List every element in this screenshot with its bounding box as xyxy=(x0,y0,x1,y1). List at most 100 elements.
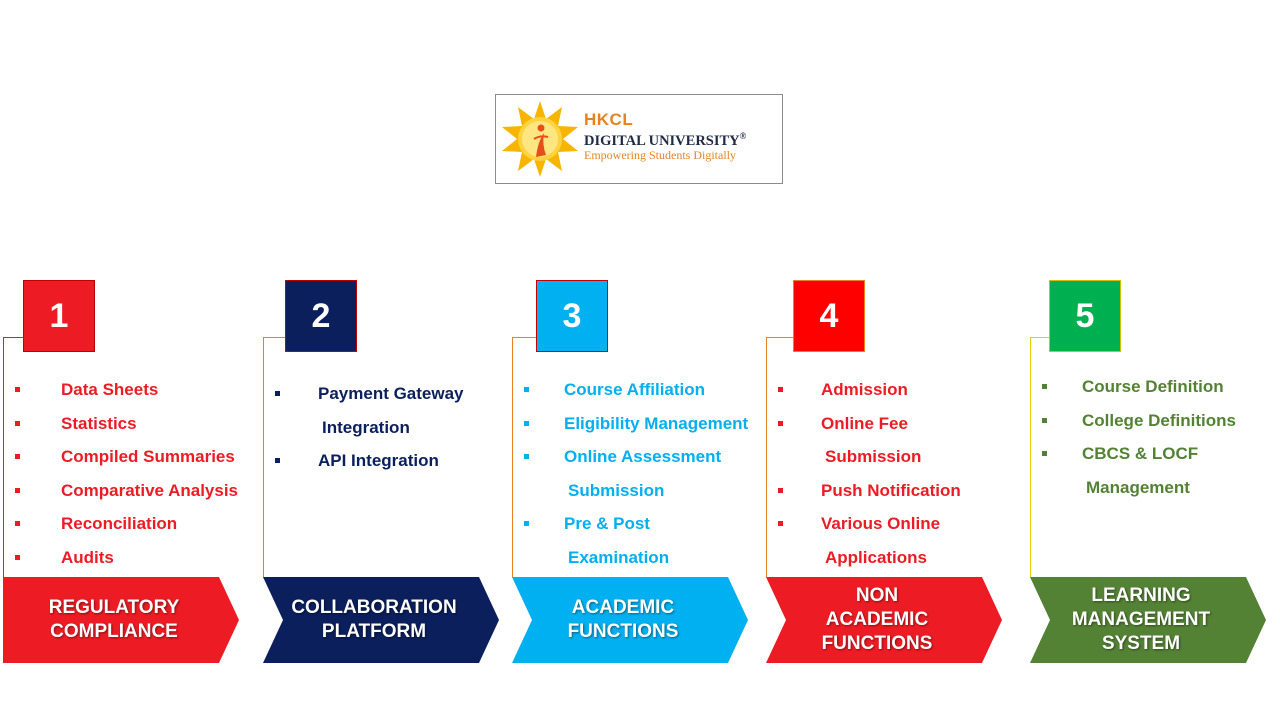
chevron-arrow-shape xyxy=(1030,577,1266,663)
list-item: College Definitions xyxy=(1038,404,1236,438)
list-item: Data Sheets xyxy=(11,373,238,407)
list-item: Submission xyxy=(774,440,961,474)
list-item: Eligibility Management xyxy=(520,407,748,441)
list-item-label: CBCS & LOCF xyxy=(1082,444,1199,464)
category-banner: REGULATORY COMPLIANCE xyxy=(3,577,239,663)
list-item: Management xyxy=(1038,471,1236,505)
list-item-label: Examination xyxy=(568,547,670,567)
square-bullet-icon xyxy=(524,521,529,527)
banner-title: LEARNING MANAGEMENT SYSTEM xyxy=(1041,584,1255,656)
list-item: CBCS & LOCF xyxy=(1038,437,1236,471)
list-item-label: Submission xyxy=(825,447,922,467)
list-item: Examination xyxy=(520,541,748,575)
list-item: Course Affiliation xyxy=(520,373,748,407)
list-item-label: Various Online xyxy=(821,514,941,534)
chevron-arrow-shape xyxy=(766,577,1002,663)
list-item-label: Comparative Analysis xyxy=(61,480,238,500)
list-item: Integration xyxy=(271,411,464,445)
list-item-label: Online Assessment xyxy=(564,447,722,467)
banner-title: COLLABORATION PLATFORM xyxy=(274,596,488,644)
square-bullet-icon xyxy=(15,521,20,527)
banner-title-line: FUNCTIONS xyxy=(821,633,933,654)
list-item-label: College Definitions xyxy=(1082,410,1236,430)
step-number-badge: 3 xyxy=(536,280,608,352)
step-number-badge: 2 xyxy=(285,280,357,352)
square-bullet-icon xyxy=(778,521,783,527)
logo-university-text: DIGITAL UNIVERSITY® xyxy=(584,131,747,149)
banner-title: REGULATORY COMPLIANCE xyxy=(14,596,228,644)
banner-title-line: FUNCTIONS xyxy=(567,621,679,642)
category-banner: COLLABORATION PLATFORM xyxy=(263,577,499,663)
list-item: Audits xyxy=(11,541,238,575)
logo-tagline: Empowering Students Digitally xyxy=(584,148,736,162)
list-item-label: Submission xyxy=(568,480,665,500)
square-bullet-icon xyxy=(15,487,20,493)
list-item: Course Definition xyxy=(1038,370,1236,404)
banner-title-line: SYSTEM xyxy=(1101,633,1181,654)
square-bullet-icon xyxy=(778,420,783,426)
list-item-label: Admission xyxy=(821,380,908,399)
list-item: Pre & Post xyxy=(520,507,748,541)
banner-title-line: PLATFORM xyxy=(321,621,427,642)
square-bullet-icon xyxy=(15,420,20,426)
list-item-label: Compiled Summaries xyxy=(61,447,235,467)
chevron-arrow-shape xyxy=(512,577,748,663)
list-item-label: Statistics xyxy=(61,413,137,433)
column-frame xyxy=(766,337,796,577)
column-frame xyxy=(3,337,33,577)
square-bullet-icon xyxy=(778,487,783,493)
list-item: Comparative Analysis xyxy=(11,474,238,508)
list-item: API Integration xyxy=(271,444,464,478)
list-item-label: Course Affiliation xyxy=(564,380,706,399)
square-bullet-icon xyxy=(15,554,20,560)
category-banner: LEARNING MANAGEMENT SYSTEM xyxy=(1030,577,1266,663)
banner-title-line: ACADEMIC xyxy=(571,597,675,618)
banner-title-line: LEARNING xyxy=(1091,585,1191,606)
list-item-label: Payment Gateway xyxy=(318,384,464,403)
step-number-badge: 1 xyxy=(23,280,95,352)
square-bullet-icon xyxy=(778,387,783,392)
chevron-arrow-shape xyxy=(263,577,499,663)
list-item-label: Online Fee xyxy=(821,413,908,433)
list-item-label: Push Notification xyxy=(821,480,961,500)
step-number-badge: 4 xyxy=(793,280,865,352)
square-bullet-icon xyxy=(1042,417,1047,423)
list-item: Submission xyxy=(520,474,748,508)
square-bullet-icon xyxy=(524,420,529,426)
square-bullet-icon xyxy=(275,458,280,464)
banner-title-line: REGULATORY xyxy=(48,597,180,618)
square-bullet-icon xyxy=(15,454,20,460)
list-item-label: Eligibility Management xyxy=(564,413,749,433)
step-number-badge: 5 xyxy=(1049,280,1121,352)
list-item-label: Reconciliation xyxy=(61,514,178,534)
column-frame xyxy=(263,337,293,577)
list-item: Reconciliation xyxy=(11,507,238,541)
list-item: Compiled Summaries xyxy=(11,440,238,474)
list-item: Applications xyxy=(774,541,961,575)
list-item: Online Assessment xyxy=(520,440,748,474)
banner-title-line: COMPLIANCE xyxy=(50,621,178,642)
list-item-label: Pre & Post xyxy=(564,514,650,534)
list-item-label: API Integration xyxy=(318,451,439,471)
square-bullet-icon xyxy=(524,454,529,460)
banner-title-line: COLLABORATION xyxy=(291,597,457,618)
column-frame xyxy=(512,337,542,577)
logo-hkcl-text: HKCL xyxy=(584,110,634,129)
banner-title-line: NON xyxy=(855,585,899,606)
list-item: Payment Gateway xyxy=(271,377,464,411)
chevron-arrow-shape xyxy=(3,577,239,663)
square-bullet-icon xyxy=(15,387,20,392)
banner-title-line: MANAGEMENT xyxy=(1071,609,1211,630)
list-item: Various Online xyxy=(774,507,961,541)
list-item: Admission xyxy=(774,373,961,407)
square-bullet-icon xyxy=(1042,451,1047,457)
